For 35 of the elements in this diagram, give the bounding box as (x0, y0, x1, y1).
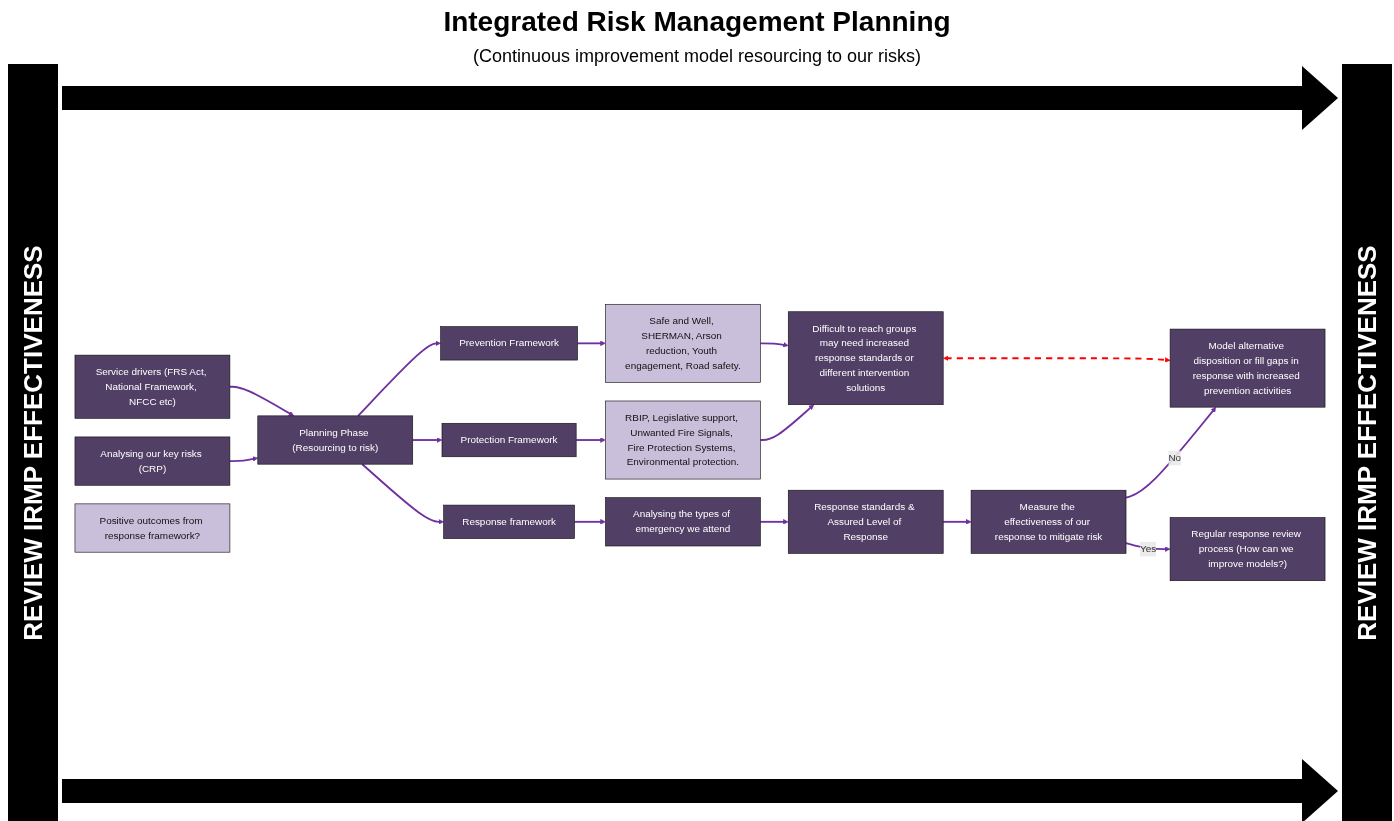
node-box: Difficult to reach groups may need increased response standards or different intervention solutions (787, 311, 944, 405)
arrow (361, 463, 444, 525)
side-label: REVIEW IRMP EFFECTIVENESS (17, 244, 49, 641)
arrow (759, 342, 789, 348)
arrow (1125, 406, 1217, 499)
arrow (576, 340, 606, 347)
node-box: Planning Phase (Resourcing to risk) (257, 415, 414, 465)
node-box: Prevention Framework (440, 326, 578, 361)
node-box: Response framework (443, 504, 575, 539)
arrow (759, 519, 789, 525)
arrow (575, 437, 606, 443)
node-box: Measure the effectiveness of our response to mitigate risk (970, 489, 1127, 554)
node-box: Model alternative disposition or fill gaps in response with increased prevention activities (1169, 328, 1326, 408)
arrow (411, 437, 443, 443)
node-box: Analysing our key risks (CRP) (74, 436, 231, 486)
arrow (943, 355, 1171, 363)
node-box: Service drivers (FRS Act, National Framework, NFCC etc) (74, 354, 231, 419)
edge-label: Yes (1139, 543, 1157, 555)
arrow (228, 456, 259, 462)
subtitle: (Continuous improvement model resourcing to our risks) (471, 46, 923, 67)
node-box: Regular response review process (How can we improve models?) (1169, 517, 1326, 581)
node-box: Analysing the types of emergency we attend (605, 497, 761, 547)
node-box: RBIP, Legislative support, Unwanted Fire Signals, Fire Protection Systems, Environmental protection. (605, 400, 761, 480)
arrow (357, 340, 441, 417)
arrow (228, 385, 295, 417)
node-box: Positive outcomes from response framework? (74, 503, 231, 553)
node-box: Safe and Well, SHERMAN, Arson reduction, Youth engagement, Road safety. (605, 304, 761, 383)
arrow (759, 404, 815, 441)
side-label: REVIEW IRMP EFFECTIVENESS (1351, 244, 1383, 641)
arrow (573, 519, 606, 525)
node-box: Protection Framework (441, 423, 577, 458)
edge-label: No (1168, 452, 1182, 463)
node-box: Response standards & Assured Level of Response (787, 489, 944, 554)
title: Integrated Risk Management Planning (442, 6, 952, 38)
arrow (942, 519, 972, 525)
